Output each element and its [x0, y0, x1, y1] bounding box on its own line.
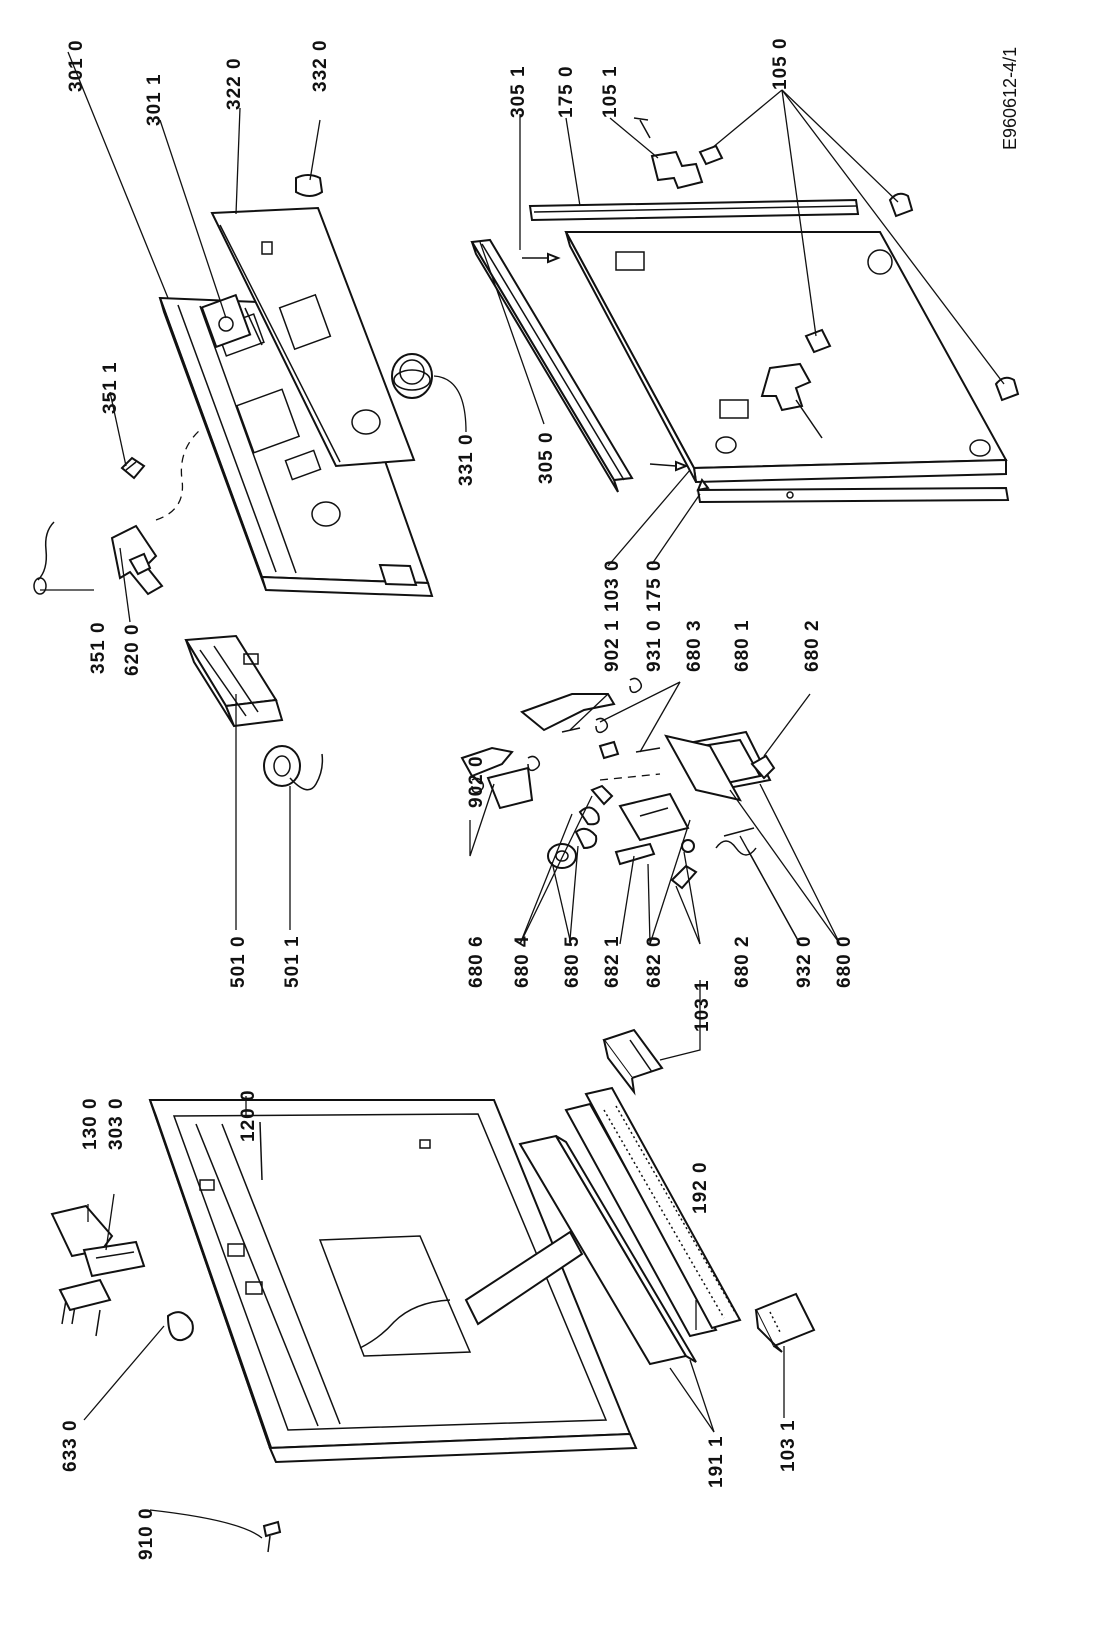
label-301-0: 301 0	[66, 39, 87, 92]
label-633-0: 633 0	[60, 1419, 81, 1472]
label-680-4: 680 4	[512, 935, 533, 988]
inner-door-120-0	[148, 1099, 638, 1464]
label-105-0: 105 0	[770, 37, 791, 90]
bracket-301-1	[200, 293, 263, 349]
part-labels: 301 0 301 1 322 0 332 0 351 1 331 0 305 …	[60, 37, 1020, 1560]
rail-175-0-mid	[696, 477, 1010, 504]
label-682-0: 682 0	[644, 935, 665, 988]
panel-front-322-0	[210, 206, 416, 468]
label-680-3: 680 3	[684, 619, 705, 672]
label-680-2-top: 680 2	[802, 619, 823, 672]
label-501-1: 501 1	[282, 935, 303, 988]
leader-lines	[40, 51, 1005, 1539]
screw-910-0	[262, 1520, 282, 1553]
label-680-5: 680 5	[562, 935, 583, 988]
label-175-0-top: 175 0	[556, 65, 577, 118]
label-103-1-mid: 103 1	[692, 979, 713, 1032]
label-931-0: 931 0	[644, 619, 665, 672]
label-191-1: 191 1	[706, 1435, 727, 1488]
arrows-305-1	[522, 252, 689, 472]
cap-633-0	[166, 1311, 194, 1342]
strip-192-0	[584, 1086, 742, 1330]
control-panel-301-0	[158, 296, 434, 598]
foot-103-1-mid	[602, 1028, 664, 1096]
label-680-1: 680 1	[732, 619, 753, 672]
door-panel-103-0	[564, 231, 1008, 484]
knob-331-0	[391, 353, 433, 399]
label-305-0: 305 0	[536, 431, 557, 484]
label-680-2-low: 680 2	[732, 935, 753, 988]
lamp-501-1	[263, 745, 324, 791]
label-902-0: 902 0	[466, 755, 487, 808]
clip-351-1	[120, 456, 146, 480]
label-680-6: 680 6	[466, 935, 487, 988]
label-322-0: 322 0	[224, 57, 245, 110]
label-351-0: 351 0	[88, 621, 109, 674]
label-105-1: 105 1	[600, 65, 621, 118]
label-331-0: 331 0	[456, 433, 477, 486]
plinth-191-1	[518, 1102, 718, 1366]
switch-block-501-0	[184, 634, 284, 728]
label-303-0: 303 0	[106, 1097, 127, 1150]
cable-351-0	[33, 521, 55, 595]
handle-assembly-680	[460, 677, 776, 890]
label-120-0: 120 0	[238, 1089, 259, 1142]
strip-305-0	[470, 238, 634, 493]
rail-175-0-top	[528, 198, 860, 222]
label-305-1: 305 1	[508, 65, 529, 118]
label-680-0: 680 0	[834, 935, 855, 988]
label-332-0: 332 0	[310, 39, 331, 92]
label-301-1: 301 1	[144, 73, 165, 126]
label-932-0: 932 0	[794, 935, 815, 988]
knob-332-0	[295, 174, 324, 197]
label-910-0: 910 0	[136, 1507, 157, 1560]
latch-620-0	[110, 429, 201, 596]
hinge-105-1	[633, 117, 704, 190]
hinge-130-303	[50, 1204, 146, 1337]
drawing-reference: E960612-4/1	[1000, 47, 1020, 150]
label-501-0: 501 0	[228, 935, 249, 988]
label-902-1: 902 1	[602, 619, 623, 672]
label-192-0: 192 0	[690, 1161, 711, 1214]
label-103-0: 103 0	[602, 559, 623, 612]
label-351-1: 351 1	[100, 361, 121, 414]
label-620-0: 620 0	[122, 623, 143, 676]
label-682-1: 682 1	[602, 935, 623, 988]
label-130-0: 130 0	[80, 1097, 101, 1150]
label-103-1-bot: 103 1	[778, 1419, 799, 1472]
foot-103-1-bot	[754, 1292, 816, 1353]
label-175-0-mid: 175 0	[644, 559, 665, 612]
